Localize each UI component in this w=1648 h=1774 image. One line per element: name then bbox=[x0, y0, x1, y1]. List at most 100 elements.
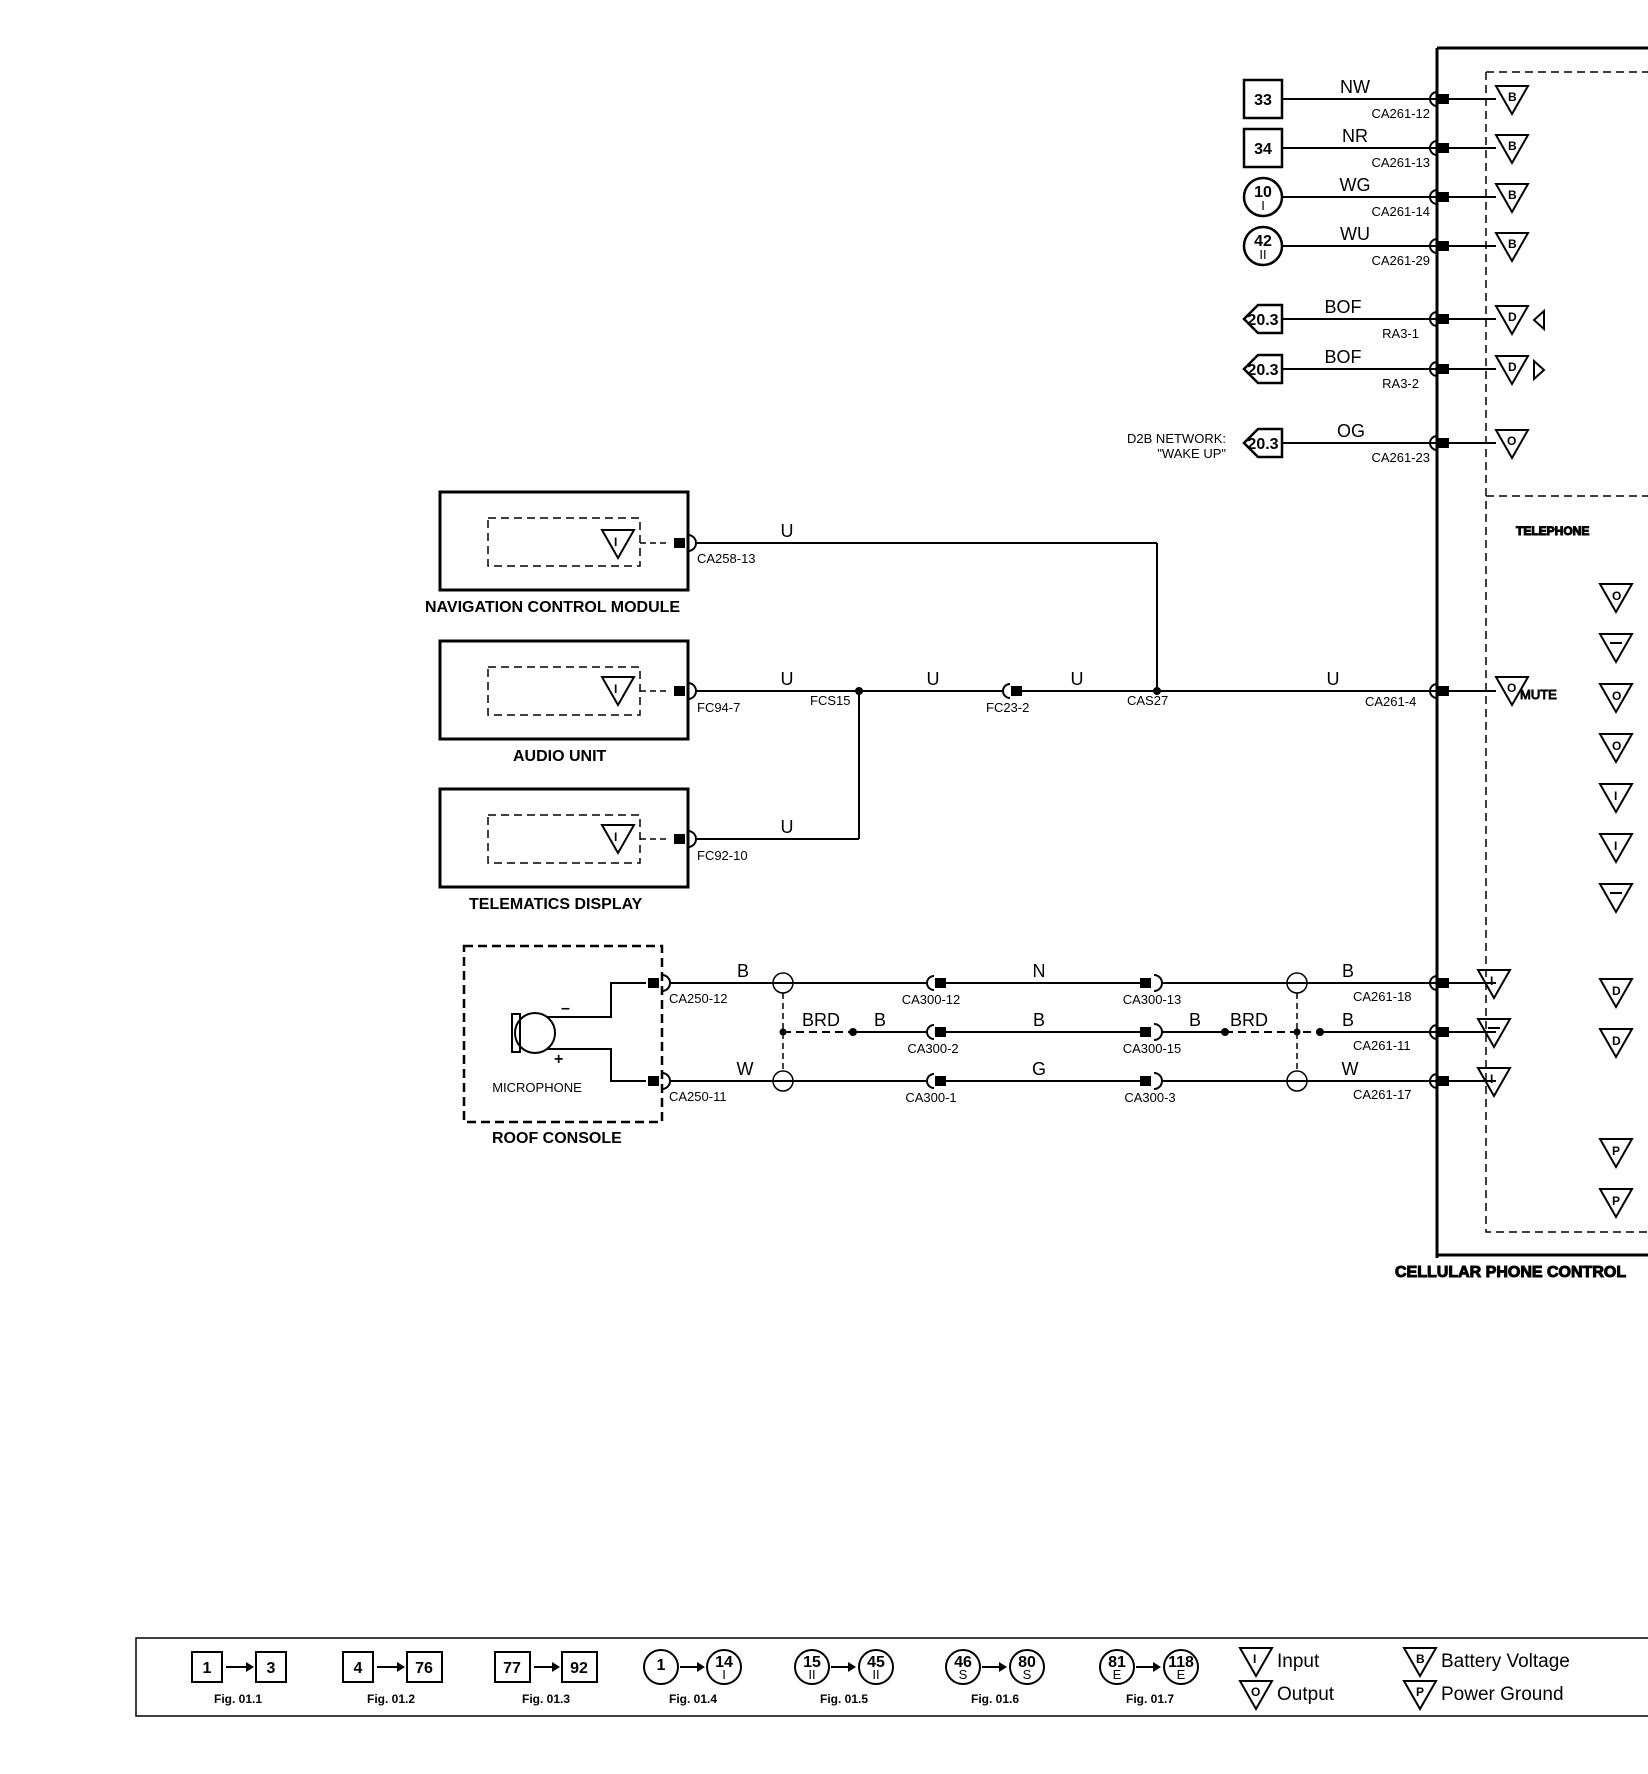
wire-row: 42 II WU CA261-29 B bbox=[1242, 224, 1530, 268]
cellular-phone-module: CELLULAR PHONE CONTROL TELEPHONE MUTE O … bbox=[1395, 46, 1648, 1282]
navigation-control-module[interactable]: I NAVIGATION CONTROL MODULE CA258-13 bbox=[425, 490, 756, 616]
battery-voltage-icon: B bbox=[1508, 90, 1517, 104]
connector-label: CA261-18 bbox=[1353, 989, 1412, 1004]
battery-voltage-icon: B bbox=[1508, 237, 1517, 251]
d2b-icon: D bbox=[1508, 360, 1517, 374]
wire-color: U bbox=[1071, 669, 1084, 689]
wire-color: U bbox=[781, 669, 794, 689]
wire-color: B bbox=[737, 961, 749, 981]
wire-color: B bbox=[874, 1010, 886, 1030]
range-to: 118 bbox=[1168, 1654, 1194, 1671]
module-label: TELEMATICS DISPLAY bbox=[469, 896, 643, 913]
svg-text:O: O bbox=[1612, 739, 1621, 753]
module-label: AUDIO UNIT bbox=[513, 748, 607, 765]
mic-minus: – bbox=[561, 1000, 570, 1017]
legend-symbol-ground: P Power Ground bbox=[1402, 1680, 1564, 1712]
battery-voltage-icon bbox=[1402, 1647, 1438, 1679]
connector-label: CA261-17 bbox=[1353, 1087, 1412, 1102]
range-from: 46 bbox=[954, 1654, 972, 1671]
range-from: 15 bbox=[803, 1654, 821, 1671]
wire-color: B bbox=[1342, 1010, 1354, 1030]
range-sub: E bbox=[1113, 1667, 1122, 1682]
wire-color: B bbox=[1189, 1010, 1201, 1030]
legend-range[interactable]: 77 92 Fig. 01.3 bbox=[494, 1651, 598, 1706]
splice-label: FCS15 bbox=[810, 693, 850, 708]
wire-color: WU bbox=[1340, 224, 1370, 244]
wire-color: NW bbox=[1340, 77, 1370, 97]
range-sub: S bbox=[1023, 1667, 1032, 1682]
ref-number: 10 bbox=[1254, 184, 1272, 201]
cellular-module-label: CELLULAR PHONE CONTROL bbox=[1395, 1264, 1626, 1281]
battery-voltage-icon: B bbox=[1508, 139, 1517, 153]
svg-text:O: O bbox=[1612, 689, 1621, 703]
ref-number: 34 bbox=[1254, 141, 1272, 158]
svg-text:P: P bbox=[1416, 1685, 1424, 1699]
mic-line-shield: BRD B CA300-2 B CA300-15 B BRD B CA261-1… bbox=[772, 972, 1512, 1092]
range-from: 81 bbox=[1108, 1654, 1126, 1671]
ref-number: 20.3 bbox=[1247, 362, 1278, 379]
wire-color: BRD bbox=[802, 1010, 840, 1030]
wire-color: BOF bbox=[1324, 297, 1361, 317]
wire-row: 34 NR CA261-13 B bbox=[1242, 126, 1530, 170]
component-label: MICROPHONE bbox=[492, 1080, 582, 1095]
output-icon: O bbox=[1507, 681, 1516, 695]
range-fig: Fig. 01.2 bbox=[367, 1692, 415, 1706]
module-label: ROOF CONSOLE bbox=[492, 1130, 622, 1147]
svg-text:D: D bbox=[1612, 984, 1621, 998]
svg-text:I: I bbox=[1614, 839, 1617, 853]
legend-label: Input bbox=[1277, 1651, 1320, 1672]
legend-range[interactable]: 1 3 Fig. 01.1 bbox=[191, 1651, 287, 1706]
wire-color: B bbox=[1342, 961, 1354, 981]
connector-label: RA3-2 bbox=[1382, 376, 1419, 391]
d2b-icon: D bbox=[1508, 310, 1517, 324]
legend: 1 3 Fig. 01.1 4 76 Fig. 01.2 77 92 Fig. … bbox=[135, 1637, 1648, 1717]
legend-range[interactable]: 15 II 45 II Fig. 01.5 bbox=[794, 1649, 894, 1706]
mute-label: MUTE bbox=[1520, 687, 1557, 702]
splice-point bbox=[855, 687, 863, 695]
range-fig: Fig. 01.4 bbox=[669, 1692, 717, 1706]
connector-label: CA300-1 bbox=[905, 1090, 956, 1105]
wire-color: NR bbox=[1342, 126, 1368, 146]
range-fig: Fig. 01.6 bbox=[971, 1692, 1019, 1706]
mic-plus: + bbox=[554, 1051, 563, 1068]
wire-color: U bbox=[781, 521, 794, 541]
wire-color: U bbox=[1327, 669, 1340, 689]
ref-number: 20.3 bbox=[1247, 312, 1278, 329]
svg-text:I: I bbox=[1253, 1652, 1256, 1666]
connector-label: CA261-11 bbox=[1353, 1038, 1411, 1053]
wire-row: 20.3 OG CA261-23 O D2B NETWORK: "WAKE UP… bbox=[1127, 421, 1530, 465]
range-from: 77 bbox=[503, 1660, 521, 1677]
legend-symbol-input: I Input bbox=[1238, 1647, 1320, 1679]
wire-color: N bbox=[1033, 961, 1046, 981]
legend-range[interactable]: 4 76 Fig. 01.2 bbox=[342, 1651, 443, 1706]
legend-range[interactable]: 46 S 80 S Fig. 01.6 bbox=[945, 1649, 1045, 1706]
mic-line-bottom: CA250-11 W CA300-1 G CA300-3 W CA261-17 … bbox=[669, 1059, 1512, 1105]
telephone-section-label: TELEPHONE bbox=[1516, 524, 1589, 538]
connector-label: CA261-14 bbox=[1371, 204, 1430, 219]
svg-text:I: I bbox=[614, 682, 617, 696]
wire-color: WG bbox=[1340, 175, 1371, 195]
network-note: "WAKE UP" bbox=[1157, 446, 1226, 461]
legend-range[interactable]: 1 14 I Fig. 01.4 bbox=[643, 1649, 742, 1706]
svg-text:B: B bbox=[1416, 1652, 1425, 1666]
connector-label: CA300-2 bbox=[907, 1041, 958, 1056]
svg-text:I: I bbox=[614, 535, 617, 549]
range-sub: II bbox=[808, 1667, 815, 1682]
range-to: 80 bbox=[1018, 1654, 1036, 1671]
legend-range[interactable]: 81 E 118 E Fig. 01.7 bbox=[1099, 1649, 1199, 1706]
audio-unit[interactable]: I AUDIO UNIT FC94-7 bbox=[438, 639, 740, 765]
telematics-display[interactable]: I TELEMATICS DISPLAY FC92-10 bbox=[438, 787, 748, 913]
connector-label: CA261-4 bbox=[1365, 694, 1416, 709]
connector-label: CA261-12 bbox=[1371, 106, 1430, 121]
wire-row: 20.3 BOF RA3-2 D bbox=[1242, 347, 1546, 391]
wire-row: 20.3 BOF RA3-1 D bbox=[1242, 297, 1545, 341]
svg-text:I: I bbox=[614, 830, 617, 844]
connector-label: FC94-7 bbox=[697, 700, 740, 715]
wire-color: G bbox=[1032, 1059, 1046, 1079]
battery-voltage-icon: B bbox=[1508, 188, 1517, 202]
splice-label: CAS27 bbox=[1127, 693, 1168, 708]
power-ground-icon bbox=[1402, 1680, 1438, 1712]
roof-console[interactable]: – + MICROPHONE ROOF CONSOLE bbox=[462, 944, 671, 1147]
ref-sub: II bbox=[1259, 247, 1266, 262]
mute-line: U U U U FCS15 FC23-2 CAS27 CA261-4 O bbox=[695, 669, 1530, 715]
